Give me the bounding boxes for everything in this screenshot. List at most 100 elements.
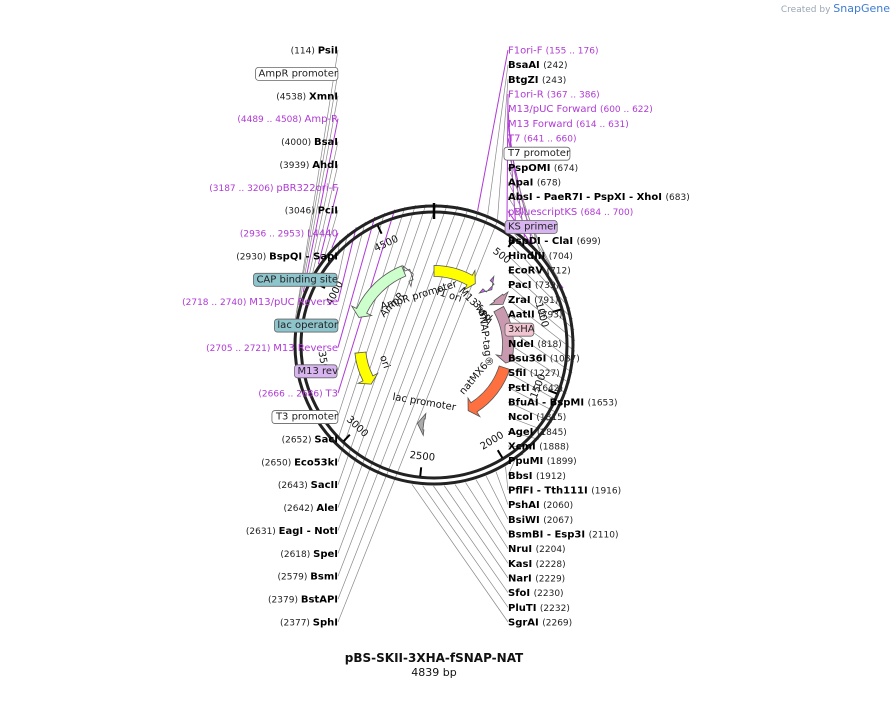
leader-line (477, 49, 509, 211)
site-position: (678) (537, 179, 561, 189)
tick-label: 2500 (409, 450, 435, 464)
enzyme-name: PciI (318, 206, 338, 217)
site-position: (2642) (284, 504, 317, 514)
site-label: HindIII (704) (508, 251, 573, 262)
site-position: (155 .. 176) (546, 47, 599, 57)
leader-line (443, 485, 509, 579)
site-position: (2232) (540, 604, 570, 614)
site-label: (2666 .. 2686) T3 (258, 389, 338, 400)
primer-name: pBR322ori-F (276, 183, 338, 194)
site-position: (2705 .. 2721) (206, 344, 273, 354)
leader-line (331, 232, 339, 249)
enzyme-name: - ClaI (544, 236, 576, 247)
site-position: (114) (291, 47, 318, 57)
enzyme-name: - PspXI (586, 192, 629, 203)
leader-line (507, 123, 525, 237)
site-label: (3187 .. 3206) pBR322ori-F (209, 183, 338, 194)
feature-arrow (478, 275, 495, 294)
feature-tag-box (294, 364, 338, 379)
leader-line (337, 212, 385, 371)
enzyme-name: NcoI (508, 412, 536, 423)
leader-line (487, 64, 509, 215)
site-label: ZraI (791) (508, 295, 558, 306)
site-position: (1899) (547, 457, 577, 467)
site-position: (684 .. 700) (580, 208, 633, 218)
leader-line (507, 152, 541, 253)
feature-tag-box (271, 410, 339, 424)
enzyme-name: SfoI (508, 588, 534, 599)
site-label: T7 (641 .. 660) (507, 134, 576, 145)
enzyme-name: PflFI (508, 486, 537, 497)
site-position: (2618) (280, 550, 313, 560)
site-label: (2631) EagI - NotI (246, 526, 338, 537)
feature-tag: KS primer (508, 222, 558, 233)
enzyme-name: AleI (316, 503, 338, 514)
enzyme-name: - Esp3I (547, 530, 589, 541)
primer-name: M13 Reverse (273, 343, 338, 354)
enzyme-name: AgeI (508, 427, 537, 438)
site-position: (674) (554, 164, 578, 174)
leader-line (411, 484, 509, 623)
site-position: (367 .. 386) (547, 91, 600, 101)
leader-line (337, 233, 348, 279)
site-position: (4000) (281, 138, 314, 148)
site-label: NarI (2229) (508, 574, 565, 585)
leader-line (507, 372, 563, 404)
site-position: (683) (666, 193, 690, 203)
site-label: ApaI (678) (508, 178, 561, 189)
enzyme-name: NdeI (508, 339, 538, 350)
site-position: (2067) (543, 516, 573, 526)
site-label: (2652) SacI (282, 434, 338, 445)
feature-tag-box (274, 318, 339, 333)
leader-line (507, 240, 571, 309)
site-label: 3xHA (508, 324, 535, 335)
enzyme-name: - SapI (306, 251, 338, 262)
enzyme-name: BspQI (269, 251, 305, 262)
site-position: (1912) (536, 472, 566, 482)
enzyme-name: Bsu36I (508, 354, 550, 365)
site-label: BsaAI (242) (508, 60, 567, 71)
enzyme-name: BspDI (508, 236, 544, 247)
leader-line (312, 164, 339, 274)
site-label: XcmI (1888) (508, 442, 569, 453)
site-label: NdeI (818) (508, 339, 562, 350)
enzyme-name: XcmI (508, 442, 539, 453)
site-label: PstI (1642) (508, 383, 563, 394)
feature-tag: T3 promoter (275, 412, 339, 423)
primer-name: M13 Forward (508, 119, 576, 130)
feature-arrow (467, 365, 511, 418)
site-position: (2652) (282, 435, 315, 445)
site-label: BfuAI - BspMI (1653) (508, 398, 618, 409)
site-label: M13 rev (298, 366, 339, 377)
site-label: PspOMI (674) (508, 163, 578, 174)
site-position: (2230) (534, 589, 564, 599)
enzyme-name: EcoRV (508, 266, 547, 277)
enzyme-name: AbsI (508, 192, 536, 203)
site-label: SfoI (2230) (508, 588, 564, 599)
leader-line (337, 208, 469, 554)
leader-line (507, 416, 546, 432)
primer-name: L4440 (307, 229, 338, 240)
site-position: (2666 .. 2686) (258, 390, 325, 400)
leader-line (337, 205, 459, 531)
leader-line (299, 95, 339, 303)
snapgene-credit: Created by SnapGene (781, 2, 890, 15)
site-position: (704) (549, 252, 573, 262)
primer-name: T3 (325, 389, 338, 400)
leader-line (337, 216, 376, 348)
enzyme-name: SphI (313, 618, 338, 629)
enzyme-name: PacI (508, 280, 535, 291)
enzyme-name: EagI (279, 526, 307, 537)
enzyme-name: ApaI (508, 178, 537, 189)
enzyme-name: SacI (314, 434, 338, 445)
site-label: PshAI (2060) (508, 500, 573, 511)
enzyme-name: PspOMI (508, 163, 554, 174)
site-label: SfiI (1227) (508, 368, 560, 379)
enzyme-name: - NotI (307, 526, 338, 537)
leader-line (507, 313, 575, 363)
site-label: NruI (2204) (508, 544, 566, 555)
site-label: (2650) Eco53kI (261, 457, 338, 468)
leader-line (317, 187, 339, 265)
site-label: F1ori-R (367 .. 386) (508, 90, 600, 101)
feature-tag: lac operator (277, 320, 338, 331)
